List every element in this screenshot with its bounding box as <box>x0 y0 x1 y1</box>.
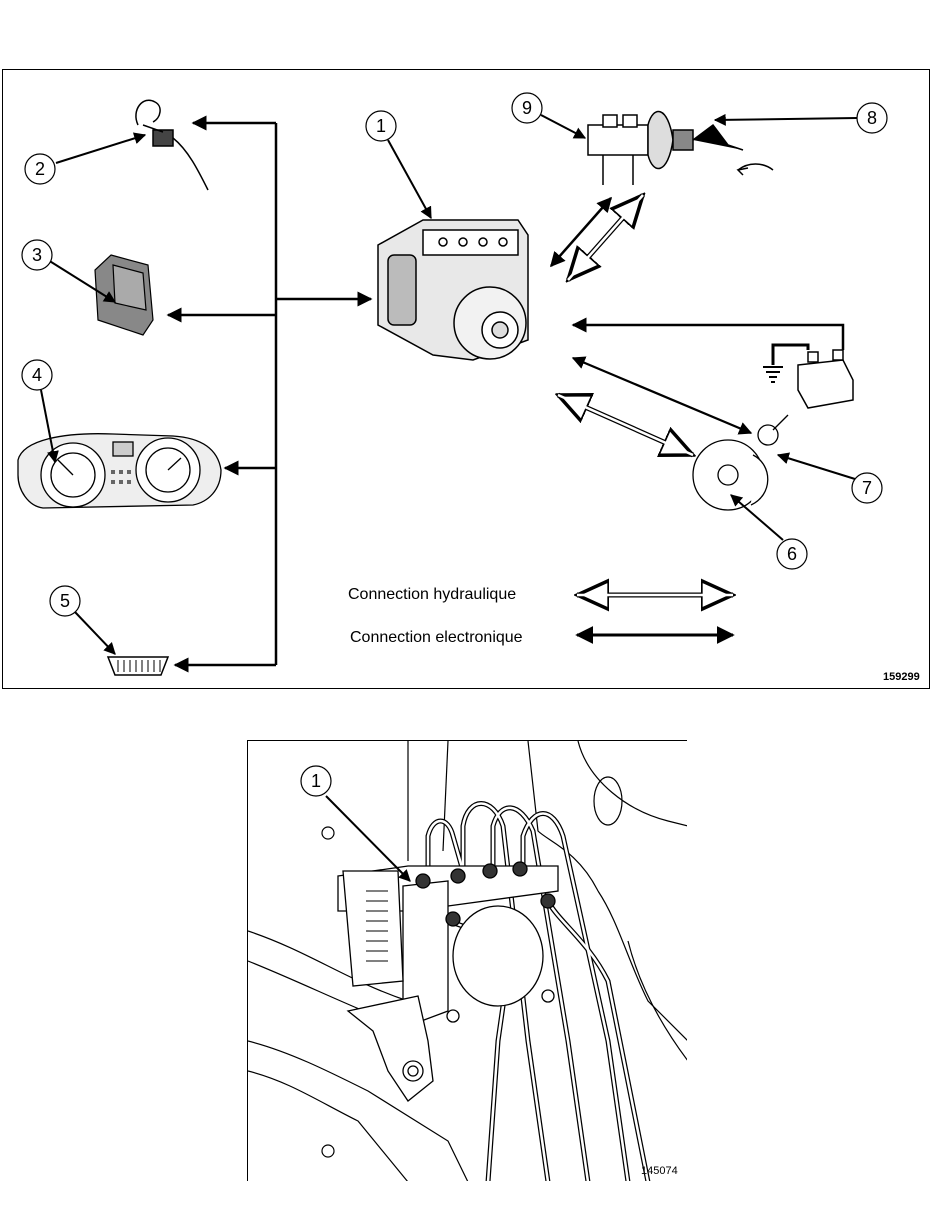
legend-electronic-label: Connection electronique <box>350 629 523 646</box>
electronic-bus <box>166 115 373 673</box>
electronic-links <box>571 356 753 435</box>
callout-1: 1 <box>365 110 397 142</box>
callout-6-label: 6 <box>787 544 797 564</box>
legend-hydraulic-label: Connection hydraulique <box>348 586 516 603</box>
hydraulic-links <box>550 195 693 458</box>
steering-angle-sensor-drawing <box>135 99 209 191</box>
callout-9-label: 9 <box>522 98 532 118</box>
master-cylinder-drawing <box>587 110 774 185</box>
callout-5-label: 5 <box>60 591 70 611</box>
callout-9: 9 <box>511 92 543 124</box>
callout-8: 8 <box>856 102 888 134</box>
installed-callout-1-label: 1 <box>311 771 321 791</box>
callout-4-label: 4 <box>32 365 42 385</box>
callout-2-label: 2 <box>35 159 45 179</box>
battery-wire <box>571 317 845 350</box>
system-diagram-svg: 1 2 3 4 5 6 7 8 9 Connection hydraulique… <box>17 92 920 683</box>
callout-5: 5 <box>49 585 81 617</box>
callout-3-label: 3 <box>32 245 42 265</box>
callout-6: 6 <box>776 538 808 570</box>
callout-leaders <box>40 113 858 655</box>
callout-1-label: 1 <box>376 116 386 136</box>
legend: Connection hydraulique Connection electr… <box>348 586 733 646</box>
callout-2: 2 <box>24 153 56 185</box>
installation-view-svg: 1 145074 <box>248 741 687 1181</box>
callout-3: 3 <box>21 239 53 271</box>
battery-drawing <box>763 343 854 409</box>
system-diagram-panel: 1 2 3 4 5 6 7 8 9 Connection hydraulique… <box>2 69 930 689</box>
abs-unit-installed-drawing <box>337 861 559 1102</box>
callout-7: 7 <box>851 472 883 504</box>
abs-unit-drawing <box>377 219 529 361</box>
callout-8-label: 8 <box>867 108 877 128</box>
installation-view-panel: 1 145074 <box>247 740 687 1181</box>
bottom-diagram-reference: 145074 <box>641 1165 678 1177</box>
installed-callout-1: 1 <box>300 765 332 797</box>
brake-disc-drawing <box>692 414 789 511</box>
callout-7-label: 7 <box>862 478 872 498</box>
control-module-drawing <box>94 254 154 336</box>
instrument-cluster-drawing <box>17 433 222 509</box>
top-diagram-reference: 159299 <box>883 671 920 683</box>
installed-callout-leader <box>325 795 411 882</box>
callout-4: 4 <box>21 359 53 391</box>
diagnostic-connector-drawing <box>106 656 170 676</box>
